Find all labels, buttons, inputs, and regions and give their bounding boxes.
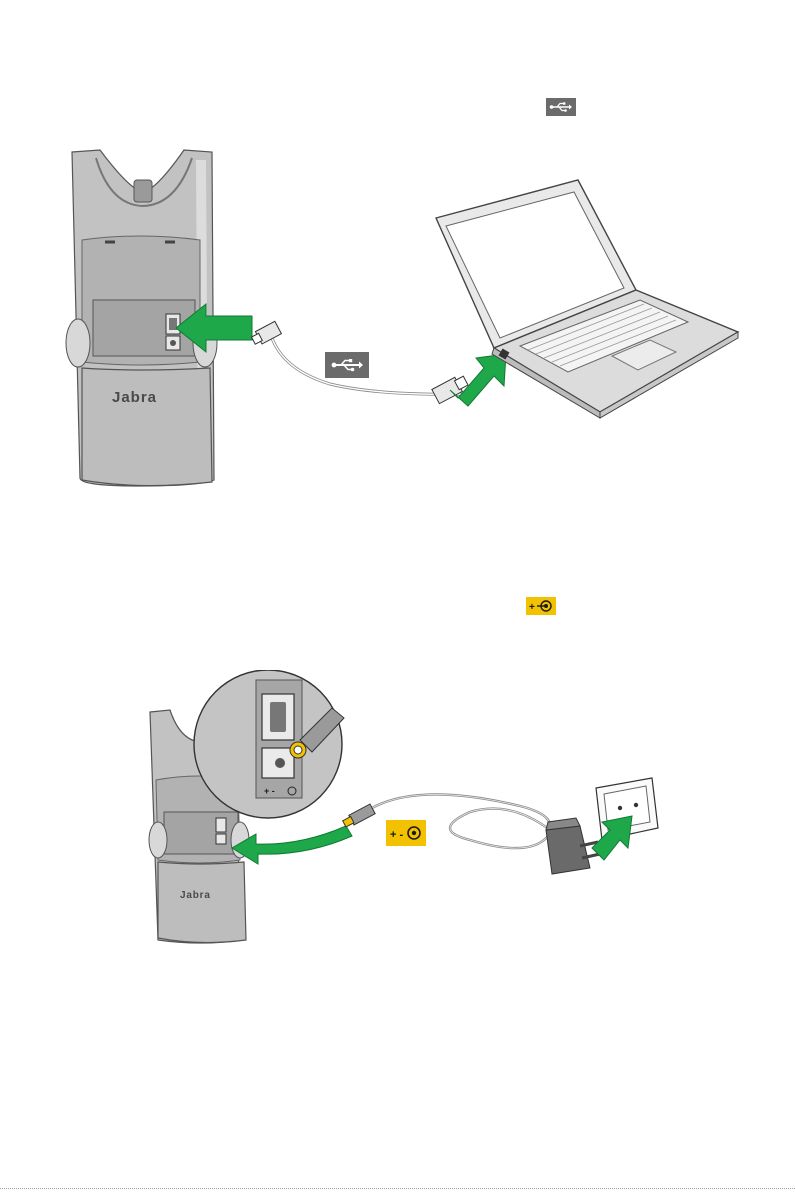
cable-power-label: + -: [386, 820, 426, 846]
usb-connection-diagram: Jabra: [0, 140, 795, 500]
power-cable: [342, 794, 551, 848]
green-arrow-into-socket: [592, 816, 632, 860]
base-brand-logo-small: Jabra: [180, 890, 211, 901]
cable-power-symbol: + -: [390, 829, 403, 841]
power-connection-diagram: Jabra + - + -: [0, 670, 795, 950]
svg-text:+: +: [529, 602, 535, 613]
cable-usb-label: [325, 352, 369, 378]
header-usb-icon-box: [546, 98, 576, 116]
zoom-detail-circle: + -: [194, 670, 344, 818]
usb-icon: [549, 101, 573, 113]
zoom-power-symbol: + -: [264, 786, 275, 796]
dc-power-icon: +: [528, 599, 554, 613]
power-adapter: [546, 818, 600, 874]
green-arrow-into-base-power: [232, 826, 352, 864]
page-bottom-rule: [0, 1188, 795, 1189]
header-power-icon-box: +: [526, 597, 556, 615]
base-brand-logo: Jabra: [112, 389, 157, 406]
